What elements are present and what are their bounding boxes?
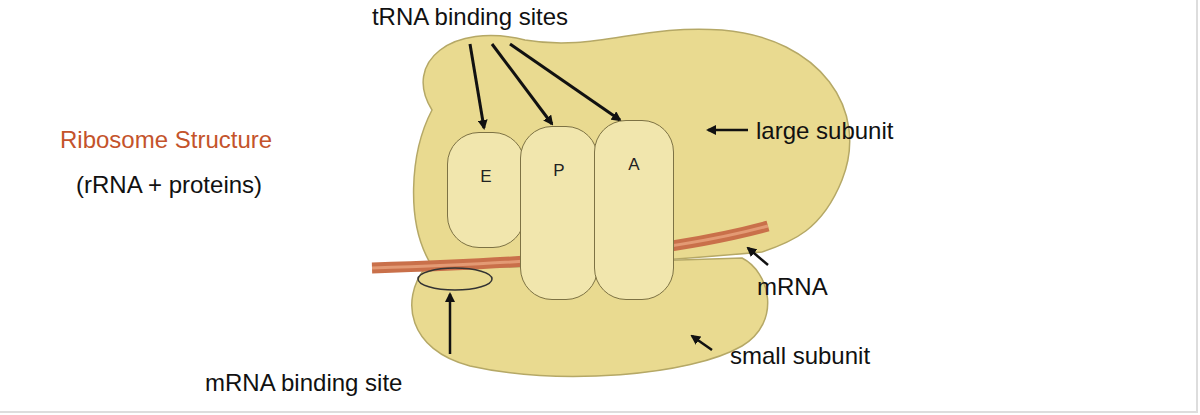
trna-site: P bbox=[520, 126, 598, 300]
leader-arrow bbox=[449, 294, 452, 354]
leader-arrow bbox=[708, 129, 748, 132]
part-label: large subunit bbox=[756, 118, 893, 144]
part-label: mRNA binding site bbox=[205, 370, 402, 396]
diagram-title: Ribosome Structure bbox=[60, 127, 272, 153]
part-label: (rRNA + proteins) bbox=[76, 172, 262, 198]
frame-line bbox=[0, 411, 1198, 413]
part-label: small subunit bbox=[730, 343, 870, 369]
leader-arrow bbox=[492, 44, 552, 124]
part-label: tRNA binding sites bbox=[372, 4, 568, 30]
mrna-binding-site bbox=[418, 268, 492, 290]
part-label: mRNA bbox=[757, 274, 828, 300]
site-letter: P bbox=[521, 161, 597, 181]
leader-arrow bbox=[470, 44, 484, 128]
frame-line bbox=[1196, 0, 1198, 412]
leader-arrow bbox=[510, 44, 620, 120]
leader-arrow bbox=[692, 336, 712, 350]
site-letter: E bbox=[448, 167, 524, 187]
trna-site: A bbox=[594, 120, 674, 300]
leader-arrow bbox=[748, 248, 768, 265]
site-letter: A bbox=[595, 155, 673, 175]
trna-site: E bbox=[447, 132, 525, 248]
